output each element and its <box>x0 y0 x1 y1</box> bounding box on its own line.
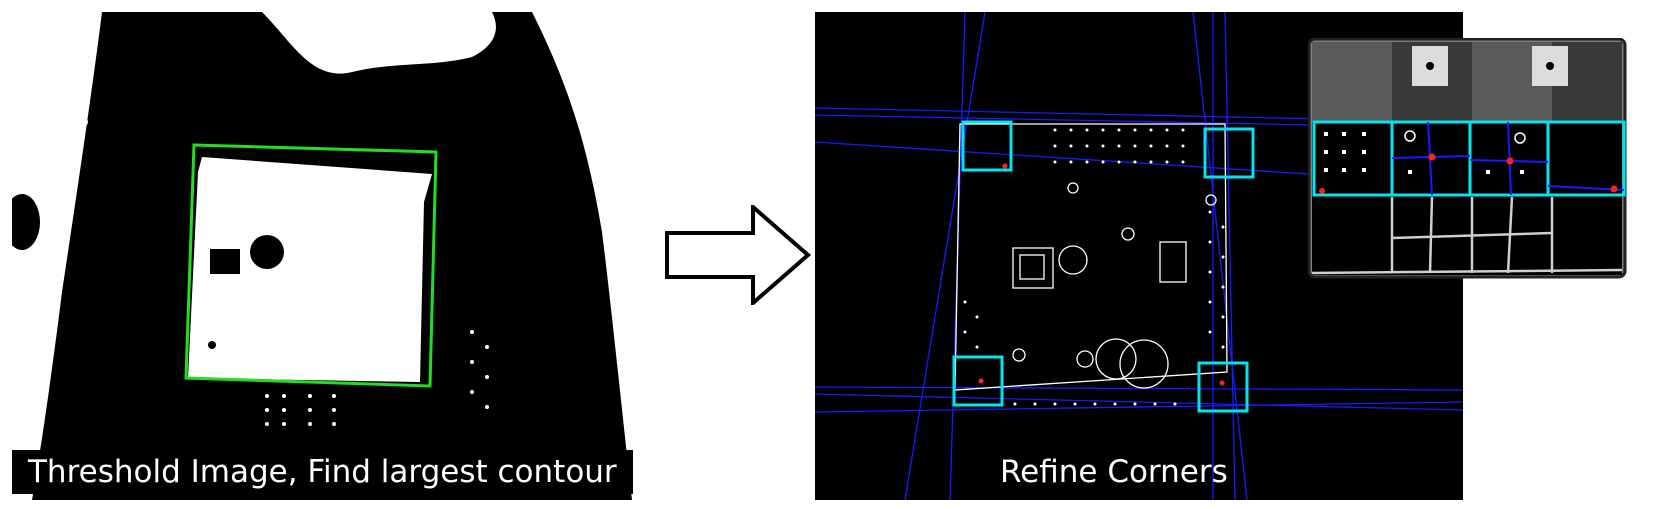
largest-contour <box>184 143 438 388</box>
step1-caption: Threshold Image, Find largest contour <box>12 450 633 494</box>
refined-corners <box>978 163 1225 386</box>
corner-box-bottom-right <box>1197 361 1249 413</box>
threshold-image <box>12 12 652 500</box>
corner-box-top-right <box>1203 127 1255 179</box>
edge-outlines <box>954 123 1228 391</box>
step2-caption: Refine Corners <box>1000 454 1228 490</box>
edge-dots <box>963 128 1225 406</box>
threshold-canvas <box>12 12 652 500</box>
zoom-inset <box>1308 38 1648 296</box>
fitted-lines <box>815 12 1463 500</box>
right-arrow-icon <box>663 205 813 305</box>
corner-box-bottom-left <box>952 355 1004 407</box>
corner-search-windows <box>952 120 1255 413</box>
inset-canvas <box>1308 38 1627 279</box>
corner-box-top-left <box>961 120 1013 172</box>
dot-grid <box>265 330 489 426</box>
